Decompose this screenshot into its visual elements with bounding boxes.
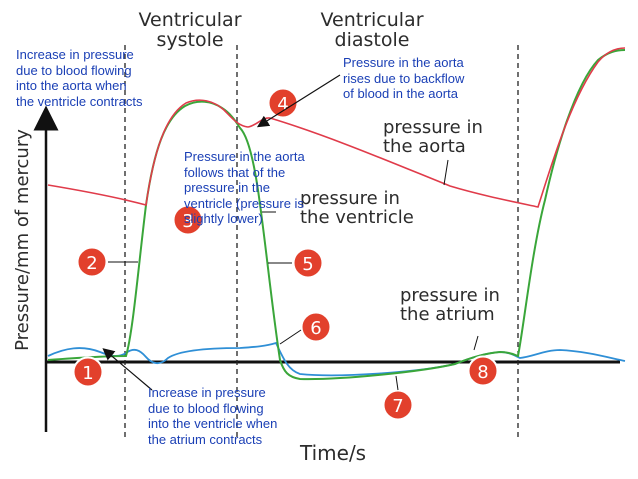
atrium-pressure-curve <box>47 341 626 377</box>
y-axis-label: Pressure/mm of mercury <box>12 129 33 351</box>
marker-3: 3 <box>172 204 204 236</box>
marker-6: 6 <box>279 311 332 345</box>
svg-text:2: 2 <box>86 253 97 274</box>
annotation-backflow: Pressure in the aorta rises due to backf… <box>343 55 465 101</box>
marker-1: 1 <box>72 356 104 388</box>
annotation-ventricle-contracts: Increase in pressure due to blood flowin… <box>16 47 143 109</box>
annotation-atrium-contracts: Increase in pressure due to blood flowin… <box>148 385 278 447</box>
svg-text:6: 6 <box>310 318 321 339</box>
marker-4: 4 <box>267 87 299 119</box>
svg-text:8: 8 <box>477 362 488 383</box>
svg-text:1: 1 <box>82 363 93 384</box>
x-axis-label: Time/s <box>299 441 366 465</box>
backflow-arrow <box>256 74 341 128</box>
svg-text:4: 4 <box>277 94 288 115</box>
atrium-label-leader <box>473 335 479 351</box>
marker-7: 7 <box>382 375 414 421</box>
annotation-aorta-follows: Pressure in the aorta follows that of th… <box>184 149 305 226</box>
aorta-label-leader <box>443 159 449 186</box>
svg-text:7: 7 <box>392 396 403 417</box>
svg-text:3: 3 <box>182 211 193 232</box>
atrium-contracts-arrow <box>102 348 153 391</box>
marker-2: 2 <box>76 246 138 278</box>
marker-8: 8 <box>467 355 499 387</box>
marker-5: 5 <box>268 247 324 279</box>
svg-text:5: 5 <box>302 254 313 275</box>
